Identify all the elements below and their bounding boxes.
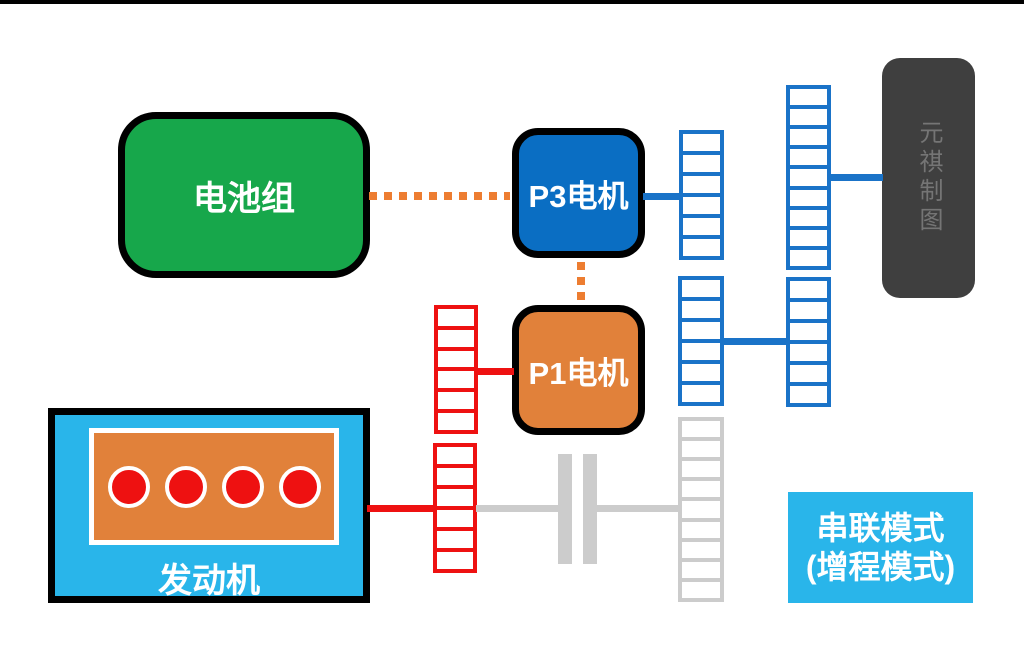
clutch-plate-2 — [583, 454, 597, 564]
gear-tooth-cell — [682, 461, 720, 478]
battery-box: 电池组 — [118, 112, 370, 278]
gear-tooth-cell — [438, 371, 474, 389]
gear-tooth-cell — [438, 329, 474, 347]
p1-motor-label: P1电机 — [528, 355, 629, 391]
gear-tooth-cell — [438, 309, 474, 326]
p1-motor-box: P1电机 — [512, 305, 645, 435]
engine-cylinder — [164, 465, 207, 508]
gear-tooth-cell — [790, 281, 827, 298]
link-clutch-gear — [595, 505, 679, 512]
gear-blue-right-upper — [786, 85, 831, 270]
gear-tooth-cell — [790, 344, 827, 361]
gear-tooth-cell — [682, 441, 720, 458]
gear-tooth-cell — [682, 301, 720, 318]
watermark-label: 元祺制图 — [915, 120, 942, 236]
gear-tooth-cell — [438, 392, 474, 410]
gear-tooth-cell — [682, 364, 720, 381]
gear-tooth-cell — [790, 229, 827, 246]
gear-tooth-cell — [790, 386, 827, 403]
gear-tooth-cell — [437, 510, 473, 527]
gear-blue-left-upper — [679, 130, 724, 260]
clutch-plate-1 — [558, 454, 572, 564]
gear-tooth-cell — [790, 189, 827, 206]
gear-tooth-cell — [790, 302, 827, 319]
link-engine-gear — [367, 505, 435, 512]
p3-motor-box: P3电机 — [512, 128, 645, 258]
gear-tooth-cell — [682, 421, 720, 438]
p3-motor-label: P3电机 — [528, 178, 629, 214]
mode-badge-line1: 串联模式 — [816, 510, 945, 547]
gear-tooth-cell — [682, 385, 720, 402]
gear-tooth-cell — [790, 249, 827, 266]
gear-tooth-cell — [790, 209, 827, 226]
mode-badge-line2: (增程模式) — [805, 548, 956, 585]
gear-tooth-cell — [438, 413, 474, 430]
gear-tooth-cell — [682, 541, 720, 558]
top-border-bar — [0, 0, 1024, 4]
gear-tooth-cell — [683, 155, 720, 172]
gear-tooth-cell — [682, 581, 720, 598]
engine-label: 发动机 — [158, 562, 260, 600]
gear-tooth-cell — [683, 197, 720, 214]
gear-tooth-cell — [437, 552, 473, 569]
gear-tooth-cell — [682, 561, 720, 578]
battery-label: 电池组 — [193, 179, 295, 218]
link-p3-p1-dotted — [577, 262, 585, 305]
cylinder-block — [89, 428, 339, 545]
gear-tooth-cell — [682, 322, 720, 339]
gear-tooth-cell — [682, 501, 720, 518]
gear-tooth-cell — [437, 468, 473, 485]
gear-tooth-cell — [682, 343, 720, 360]
engine-cylinder — [107, 465, 150, 508]
gear-tooth-cell — [790, 109, 827, 126]
link-gear-watermark — [829, 174, 883, 181]
gear-tooth-cell — [790, 365, 827, 382]
gear-red-lower — [433, 443, 477, 573]
gear-tooth-cell — [682, 280, 720, 297]
gear-tooth-cell — [683, 176, 720, 193]
gear-tooth-cell — [437, 489, 473, 506]
gear-tooth-cell — [790, 323, 827, 340]
engine-cylinder — [278, 465, 321, 508]
engine-cylinder — [221, 465, 264, 508]
mode-badge: 串联模式 (增程模式) — [788, 492, 973, 603]
gear-tooth-cell — [683, 218, 720, 235]
gear-tooth-cell — [683, 239, 720, 256]
gear-tooth-cell — [790, 129, 827, 146]
gear-red-upper — [434, 305, 478, 434]
gear-tooth-cell — [438, 350, 474, 368]
gear-blue-left-lower — [678, 276, 724, 406]
gear-tooth-cell — [437, 531, 473, 548]
gear-tooth-cell — [682, 481, 720, 498]
gear-tooth-cell — [437, 447, 473, 464]
gear-tooth-cell — [790, 89, 827, 106]
gear-tooth-cell — [790, 169, 827, 186]
gear-gray-output — [678, 417, 724, 602]
link-blue-gears — [722, 338, 788, 345]
gear-tooth-cell — [682, 521, 720, 538]
link-gear-p1 — [476, 368, 514, 375]
link-p3-gear — [643, 193, 681, 200]
engine-box: 发动机 — [48, 408, 370, 603]
link-battery-p3-dotted — [369, 192, 510, 200]
gear-tooth-cell — [790, 149, 827, 166]
watermark-box: 元祺制图 — [882, 58, 975, 298]
link-gear-clutch — [476, 505, 559, 512]
gear-tooth-cell — [683, 134, 720, 151]
gear-blue-right-lower — [786, 277, 831, 407]
